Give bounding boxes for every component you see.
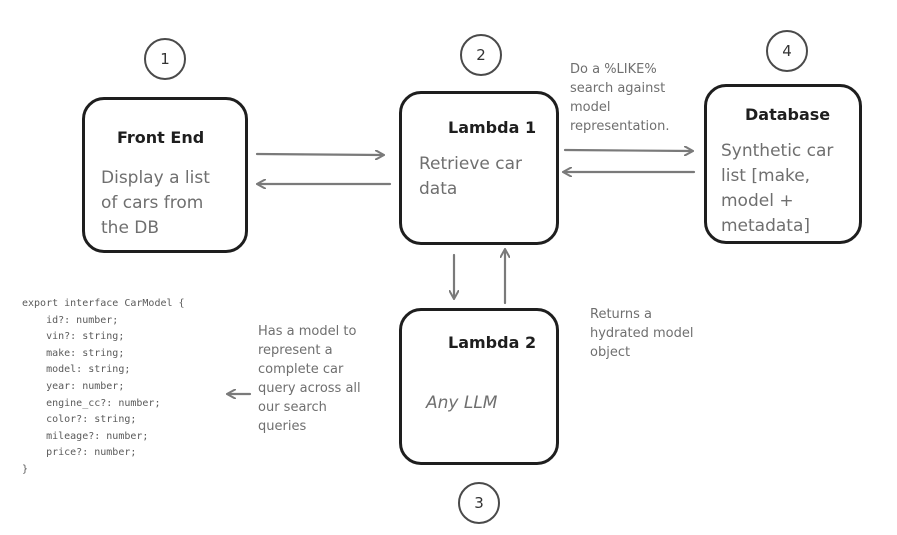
note-line: Has a model to: [258, 324, 357, 339]
database-title: Database: [745, 105, 831, 124]
note-line: Returns a: [590, 307, 653, 322]
database-line: metadata]: [721, 216, 811, 236]
code-line: mileage?: number;: [22, 430, 149, 442]
like-search-note: Do a %LIKE% search against model represe…: [570, 60, 669, 136]
note-line: our search: [258, 400, 327, 415]
code-line: model: string;: [22, 364, 131, 376]
code-line: engine_cc?: number;: [22, 397, 161, 409]
database-description: Synthetic car list [make, model + metada…: [721, 139, 833, 239]
arrow-lambda1-to-database: [563, 150, 692, 151]
step-2-circle: 2: [460, 34, 502, 76]
code-line: year: number;: [22, 380, 125, 392]
front-end-line: the DB: [101, 218, 160, 238]
lambda1-description: Retrieve car data: [419, 152, 522, 202]
lambda1-line: Retrieve car: [419, 154, 523, 174]
lambda2-line: Any LLM: [426, 393, 498, 413]
code-line: make: string;: [22, 347, 125, 359]
front-end-title: Front End: [117, 128, 205, 147]
step-2-label: 2: [476, 46, 486, 64]
note-line: object: [590, 345, 631, 360]
lambda2-title: Lambda 2: [448, 333, 537, 352]
note-line: hydrated model: [590, 326, 694, 341]
car-model-interface-code: export interface CarModel { id?: number;…: [22, 296, 185, 479]
lambda2-box: Lambda 2 Any LLM: [399, 308, 559, 465]
step-3-label: 3: [474, 494, 484, 512]
note-line: representation.: [570, 119, 670, 134]
front-end-line: of cars from: [101, 193, 204, 213]
step-1-circle: 1: [144, 38, 186, 80]
database-line: model +: [721, 191, 794, 211]
code-line: color?: string;: [22, 414, 137, 426]
step-1-label: 1: [160, 50, 170, 68]
step-4-circle: 4: [766, 30, 808, 72]
code-line: id?: number;: [22, 314, 119, 326]
note-line: represent a: [258, 343, 333, 358]
model-description-note: Has a model to represent a complete car …: [258, 322, 361, 436]
note-line: search against: [570, 81, 666, 96]
database-box: Database Synthetic car list [make, model…: [704, 84, 862, 244]
note-line: complete car: [258, 362, 344, 377]
code-line: export interface CarModel {: [22, 298, 185, 309]
note-line: query across all: [258, 381, 361, 396]
front-end-line: Display a list: [101, 168, 210, 188]
lambda1-title: Lambda 1: [448, 118, 537, 137]
code-line: }: [22, 463, 29, 475]
lambda1-line: data: [419, 179, 458, 199]
step-3-circle: 3: [458, 482, 500, 524]
note-line: model: [570, 100, 611, 115]
lambda1-box: Lambda 1 Retrieve car data: [399, 91, 559, 245]
front-end-box: Front End Display a list of cars from th…: [82, 97, 248, 253]
note-line: queries: [258, 419, 307, 434]
front-end-description: Display a list of cars from the DB: [101, 166, 210, 241]
hydrated-model-note: Returns a hydrated model object: [590, 305, 693, 362]
code-line: price?: number;: [22, 447, 137, 459]
arrow-frontend-to-lambda1: [255, 154, 383, 155]
database-line: list [make,: [721, 166, 811, 186]
database-line: Synthetic car: [721, 141, 834, 161]
lambda2-description: Any LLM: [426, 391, 497, 416]
code-line: vin?: string;: [22, 331, 125, 343]
note-line: Do a %LIKE%: [570, 62, 657, 77]
step-4-label: 4: [782, 42, 792, 60]
